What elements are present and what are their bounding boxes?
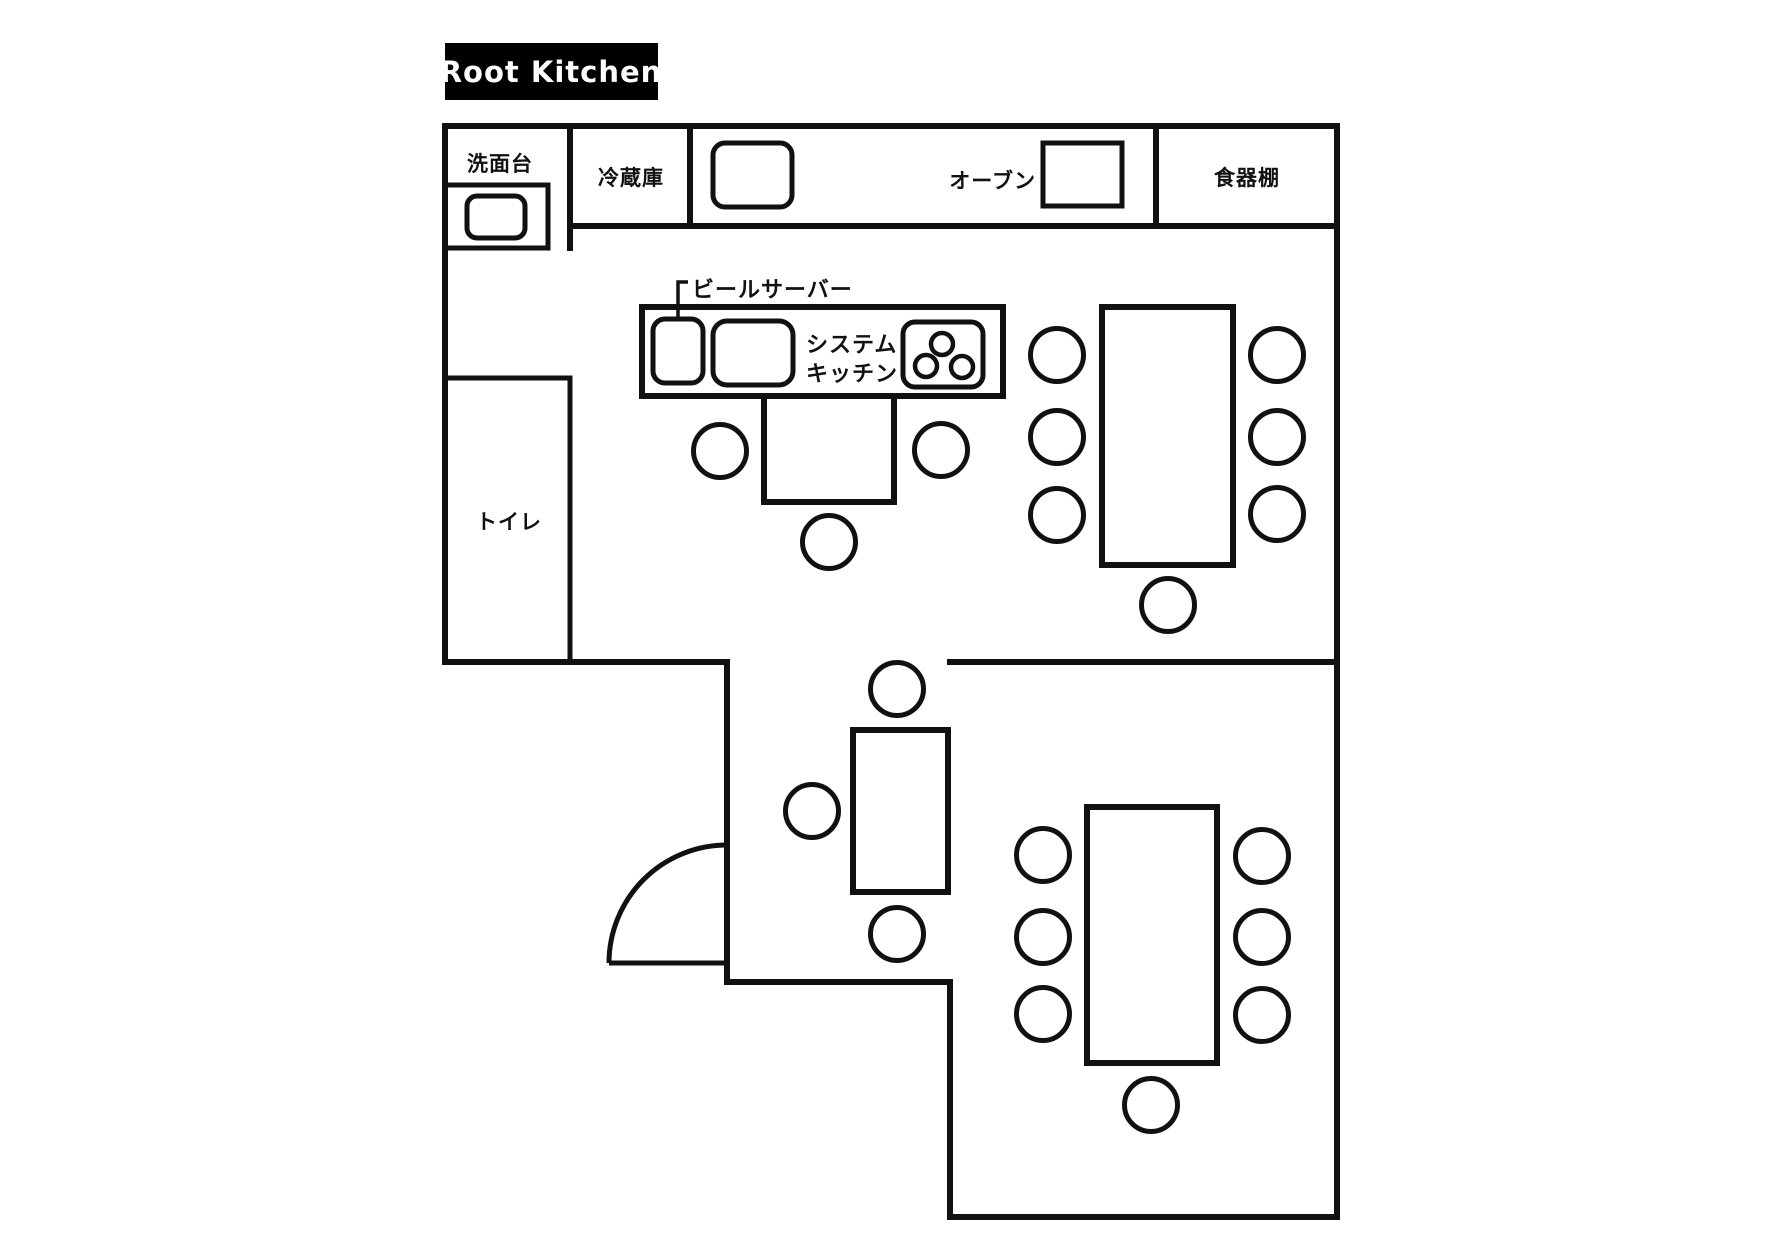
chair [1233,908,1291,966]
stove-burner-icon [912,352,940,380]
entrance-door [606,842,728,966]
lower-dining-table-group [1014,804,1291,1134]
beer-server-label: ビールサーバー [692,278,853,303]
refrigerator-label: 冷蔵庫 [598,166,664,190]
chair [912,421,970,479]
oven-section: オーブン [710,140,1125,210]
stove-burner-icon [948,353,976,381]
washbasin-counter [442,182,551,251]
chair [1248,408,1306,466]
chair [1028,326,1086,384]
table [850,727,951,895]
chair [783,782,841,840]
chair [1233,986,1291,1044]
kitchen-side-table-group [691,393,970,571]
toilet-room: トイレ [442,375,573,665]
kitchen-sink-icon [710,318,796,388]
oven-label: オーブン [949,169,1036,193]
appliance-box-icon [710,140,795,210]
table [1099,304,1236,568]
stove-icon [900,319,986,390]
toilet-label: トイレ [476,510,542,534]
title-block: Root Kitchen [440,43,663,100]
chair [1139,576,1197,634]
washbasin-section: 洗面台 [442,152,551,251]
beer-server-leader-line [676,280,688,318]
oven-box-icon [1040,140,1125,209]
chair [1014,908,1072,966]
beer-server-icon [650,316,706,386]
chair [1248,326,1306,384]
chair [691,422,749,480]
system-kitchen-label-line1: システム [806,333,897,358]
chair [1028,486,1086,544]
toilet-room-walls [442,375,573,665]
upper-dining-table-group [1028,304,1306,634]
table [761,393,897,505]
chair [868,905,926,963]
chair [1028,408,1086,466]
chair [1248,485,1306,543]
chair [868,660,926,718]
washbasin-sink-icon [464,193,528,241]
chair [800,513,858,571]
table [1084,804,1220,1066]
middle-dining-table-group [783,660,951,963]
chair [1233,827,1291,885]
refrigerator-section: 冷蔵庫 [598,166,664,190]
stove-burner-icon [928,330,956,358]
chair [1122,1076,1180,1134]
door-swing-arc [606,842,728,964]
chair [1014,826,1072,884]
chair [1014,985,1072,1043]
page-title: Root Kitchen [440,55,663,89]
system-kitchen-counter: システム キッチン ビールサーバー [639,278,1006,399]
washbasin-label: 洗面台 [467,152,533,176]
system-kitchen-label-line2: キッチン [806,362,898,387]
title-background [445,43,658,100]
cupboard-section: 食器棚 [1214,166,1280,190]
cupboard-label: 食器棚 [1214,166,1280,190]
